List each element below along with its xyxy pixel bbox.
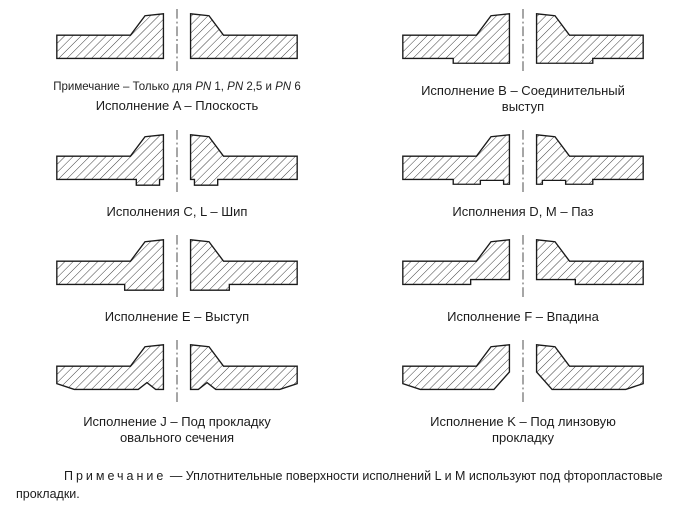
figure-execution-b: Исполнение B – Соединительный выступ bbox=[356, 8, 690, 115]
pn-note-pn1: PN bbox=[195, 80, 212, 93]
flange-section-k-drawing bbox=[402, 340, 644, 406]
flange-section-e-drawing bbox=[56, 235, 298, 301]
pn-note-pn3: PN bbox=[275, 80, 292, 93]
caption-execution-d-m: Исполнения D, M – Паз bbox=[452, 204, 594, 220]
flange-section-c-l-drawing bbox=[56, 130, 298, 196]
figure-execution-a: Примечание – Только для PN 1, PN 2,5 и P… bbox=[10, 8, 344, 115]
flange-section-b-drawing bbox=[402, 8, 644, 74]
caption-execution-e: Исполнение E – Выступ bbox=[104, 309, 250, 325]
pn-note-text: 2,5 и bbox=[243, 80, 276, 93]
caption-execution-f: Исполнение F – Впадина bbox=[447, 309, 599, 325]
caption-execution-k: Исполнение K – Под линзовую прокладку bbox=[430, 414, 616, 446]
footer-note: Примечание — Уплотнительные поверхности … bbox=[10, 447, 690, 505]
pn-note-text: 1, bbox=[211, 80, 228, 93]
figure-execution-c-l: Исполнения C, L – Шип bbox=[10, 129, 344, 220]
flange-section-a-drawing bbox=[56, 8, 298, 74]
caption-execution-c-l: Исполнения C, L – Шип bbox=[106, 204, 248, 220]
pn-note: Примечание – Только для PN 1, PN 2,5 и P… bbox=[10, 81, 344, 93]
caption-execution-a: Исполнение A – Плоскость bbox=[95, 97, 259, 113]
flange-section-j-drawing bbox=[56, 340, 298, 406]
figure-execution-d-m: Исполнения D, M – Паз bbox=[356, 129, 690, 220]
figure-execution-k: Исполнение K – Под линзовую прокладку bbox=[356, 339, 690, 446]
figures-grid: Примечание – Только для PN 1, PN 2,5 и P… bbox=[10, 8, 690, 447]
caption-execution-j: Исполнение J – Под прокладку овального с… bbox=[83, 414, 271, 446]
pn-note-text: Примечание – Только для bbox=[53, 80, 196, 93]
figure-execution-e: Исполнение E – Выступ bbox=[10, 234, 344, 325]
pn-note-pn2: PN bbox=[227, 80, 244, 93]
figure-execution-f: Исполнение F – Впадина bbox=[356, 234, 690, 325]
footer-note-text: — Уплотнительные поверхности исполнений … bbox=[16, 468, 663, 502]
caption-execution-b: Исполнение B – Соединительный выступ bbox=[421, 82, 625, 115]
flange-section-d-m-drawing bbox=[402, 130, 644, 196]
pn-note-text: 6 bbox=[291, 80, 301, 93]
footer-note-label: Примечание bbox=[64, 468, 167, 483]
figure-execution-j: Исполнение J – Под прокладку овального с… bbox=[10, 339, 344, 446]
flange-section-f-drawing bbox=[402, 235, 644, 301]
